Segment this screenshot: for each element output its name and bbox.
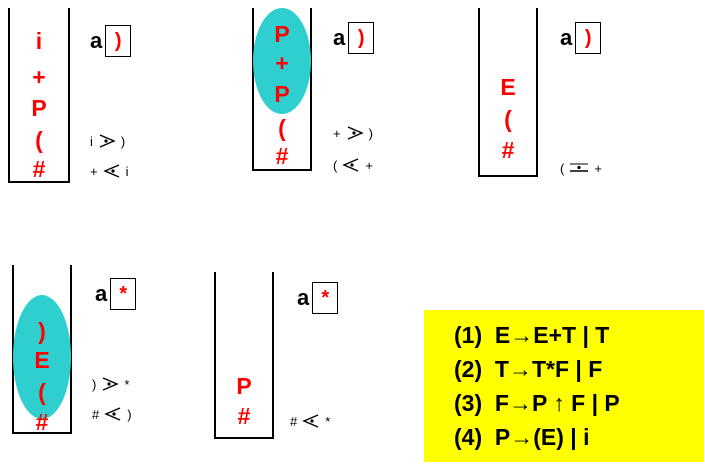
stack-4-symbol: E xyxy=(34,347,50,373)
relation: ) * xyxy=(92,376,130,392)
stack-4-input: a * xyxy=(95,278,137,310)
stack-4: ) E ( # xyxy=(12,265,72,435)
stack-1-input: a ) xyxy=(90,25,132,57)
relation: # ) xyxy=(92,406,132,422)
stack-2-input: a ) xyxy=(333,22,375,54)
stack-2-outline xyxy=(252,8,312,171)
stack-4-symbol: # xyxy=(35,409,49,435)
grammar-rule: (3) F→P ↑ F | P xyxy=(454,390,620,416)
stack-5-symbol: P xyxy=(236,373,252,399)
stack-1-outline xyxy=(8,8,70,183)
equal-dot-icon xyxy=(570,163,589,172)
stack-1-symbol: # xyxy=(32,156,46,182)
input-cell: ) xyxy=(575,22,602,54)
stack-4-symbol: ( xyxy=(38,379,46,405)
relation: + ) xyxy=(333,125,373,141)
less-than-dot-icon xyxy=(104,407,121,421)
grammar-rule: (2) T→T*F | F xyxy=(454,356,603,382)
stack-3-symbol: E xyxy=(500,74,516,100)
input-char: a xyxy=(297,285,310,310)
stack-3-outline xyxy=(478,8,538,177)
input-char: a xyxy=(90,28,103,53)
input-cell: * xyxy=(312,282,339,314)
input-cell: ) xyxy=(105,25,132,57)
stack-1-symbol: i xyxy=(35,28,43,54)
input-char: a xyxy=(333,25,346,50)
input-cell: ) xyxy=(348,22,375,54)
stack-4-symbol: ) xyxy=(38,318,46,344)
input-char: a xyxy=(560,25,573,50)
relation: # * xyxy=(290,413,331,429)
stack-3: E ( # xyxy=(478,8,538,178)
stack-1: i + P ( # xyxy=(8,8,70,184)
stack-2-symbol: + xyxy=(275,50,289,76)
less-than-dot-icon xyxy=(342,158,359,172)
grammar-rule: (1) E→E+T | T xyxy=(454,322,610,348)
stack-3-input: a ) xyxy=(560,22,602,54)
less-than-dot-icon xyxy=(302,414,319,428)
stack-2-symbol: ( xyxy=(278,115,286,141)
stack-2-symbol: P xyxy=(274,21,290,47)
greater-than-dot-icon xyxy=(347,126,364,140)
relation: ( + xyxy=(333,157,373,173)
stack-3-symbol: # xyxy=(501,137,515,163)
greater-than-dot-icon xyxy=(99,134,116,148)
grammar-rule: (4) P→(E) | i xyxy=(454,424,590,450)
stack-2-symbol: P xyxy=(274,81,290,107)
stack-5-symbol: # xyxy=(237,403,251,429)
greater-than-dot-icon xyxy=(103,377,120,391)
handle-oval xyxy=(13,295,71,419)
relation: i ) xyxy=(90,133,126,149)
stack-3-symbol: ( xyxy=(504,106,512,132)
handle-oval xyxy=(253,8,311,114)
relation: + i xyxy=(90,163,129,179)
stack-5-input: a * xyxy=(297,282,339,314)
stack-1-symbol: + xyxy=(32,64,46,90)
stack-2-symbol: # xyxy=(275,143,289,169)
stack-1-symbol: P xyxy=(31,95,47,121)
grammar-box: (1) E→E+T | T (2) T→T*F | F (3) F→P ↑ F … xyxy=(424,310,704,462)
relation: ( + xyxy=(560,160,602,176)
input-char: a xyxy=(95,281,108,306)
less-than-dot-icon xyxy=(102,164,119,178)
input-cell: * xyxy=(110,278,137,310)
stack-1-symbol: ( xyxy=(35,127,43,153)
stack-2: P + P ( # xyxy=(252,8,312,172)
stack-5: P # xyxy=(214,272,274,440)
stack-5-outline xyxy=(214,272,274,439)
